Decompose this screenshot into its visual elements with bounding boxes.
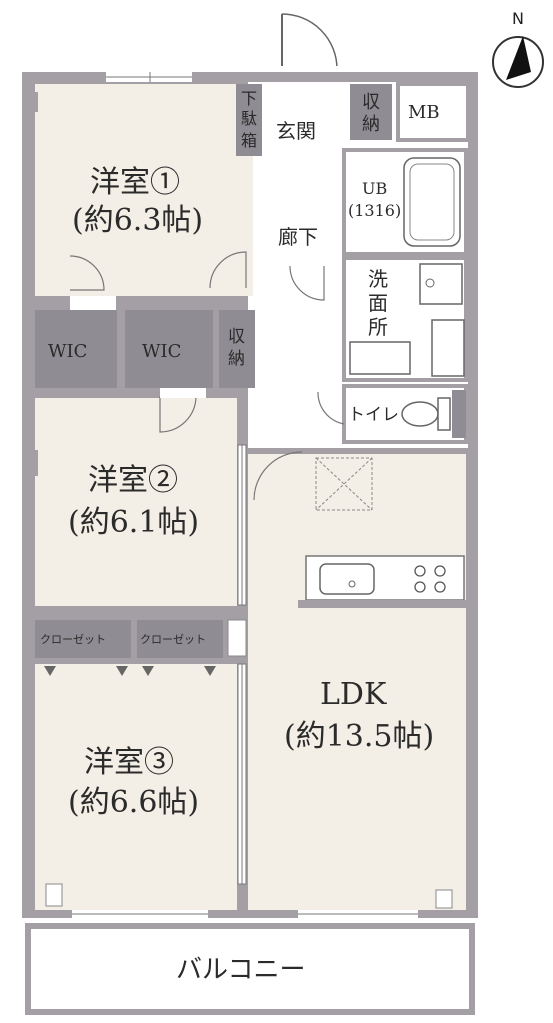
wic-1-label: WIC	[48, 341, 87, 362]
compass: N	[492, 9, 544, 88]
svg-text:洗: 洗	[368, 267, 388, 291]
entrance-storage-label: 収 納	[362, 92, 380, 135]
compass-ring	[492, 36, 544, 88]
entrance-door	[267, 13, 343, 74]
entrance-floor	[266, 84, 340, 144]
unit-bath	[342, 148, 468, 256]
western-room-2-size: (約6.1帖)	[68, 505, 199, 540]
closet-2-label: クローゼット	[140, 633, 206, 646]
svg-text:箱: 箱	[241, 131, 257, 150]
western-room-2-name: 洋室②	[88, 463, 178, 498]
walk-in-closet-2	[125, 310, 213, 388]
western-room-1-size: (約6.3帖)	[72, 203, 203, 238]
ldk-name: LDK	[320, 677, 387, 712]
compass-arrow-icon	[506, 36, 531, 80]
svg-text:納: 納	[228, 349, 245, 369]
svg-text:収: 収	[362, 92, 380, 113]
compass-north-label: N	[512, 9, 524, 28]
bath-size: (1316)	[348, 201, 401, 220]
hall-storage	[219, 310, 255, 388]
balcony-label: バルコニー	[176, 955, 305, 985]
washroom-label: 洗 面 所	[368, 267, 388, 339]
washbasin-icon	[419, 263, 463, 305]
washroom	[342, 256, 468, 382]
western-room-3	[35, 664, 237, 910]
closet-2	[137, 620, 223, 658]
toilet-label: トイレ	[348, 405, 399, 425]
washing-machine-icon	[349, 341, 411, 375]
svg-text:納: 納	[362, 114, 380, 135]
closet-doors	[44, 666, 216, 676]
svg-text:下: 下	[241, 89, 257, 108]
meter-box	[396, 82, 470, 142]
western-room-2	[35, 398, 237, 606]
western-room-1-name: 洋室①	[90, 165, 180, 200]
svg-text:収: 収	[228, 327, 245, 347]
entrance-label: 玄関	[276, 119, 316, 143]
shoe-box-label: 下 駄 箱	[241, 89, 257, 150]
ldk-size: (約13.5帖)	[284, 719, 434, 754]
sliding-doors	[237, 444, 247, 885]
wic-2-label: WIC	[142, 341, 181, 362]
balcony	[25, 923, 475, 1015]
walk-in-closet-1	[35, 310, 117, 388]
hallway-label: 廊下	[278, 225, 318, 249]
entrance-storage	[350, 84, 392, 140]
refrigerator-space	[315, 457, 373, 511]
window-room-1	[106, 72, 192, 82]
svg-text:所: 所	[368, 315, 388, 339]
kitchen-sink-icon	[319, 563, 375, 595]
hall-storage-label: 収 納	[228, 327, 245, 369]
door-room-2	[159, 395, 197, 433]
svg-text:面: 面	[368, 291, 388, 315]
closet-1	[35, 620, 131, 658]
stove-icon	[414, 565, 446, 593]
ldk-room	[248, 454, 466, 910]
bath-name: UB	[362, 179, 387, 198]
toilet-room	[342, 384, 468, 444]
western-room-1	[35, 84, 253, 296]
western-room-3-name: 洋室③	[84, 745, 174, 780]
western-room-3-size: (約6.6帖)	[68, 785, 199, 820]
bathtub-icon	[403, 157, 461, 247]
shoe-box	[236, 84, 262, 156]
svg-text:駄: 駄	[241, 109, 257, 128]
closet-1-label: クローゼット	[40, 633, 106, 646]
meter-box-label: MB	[408, 102, 440, 123]
bottom-windows	[72, 910, 418, 918]
